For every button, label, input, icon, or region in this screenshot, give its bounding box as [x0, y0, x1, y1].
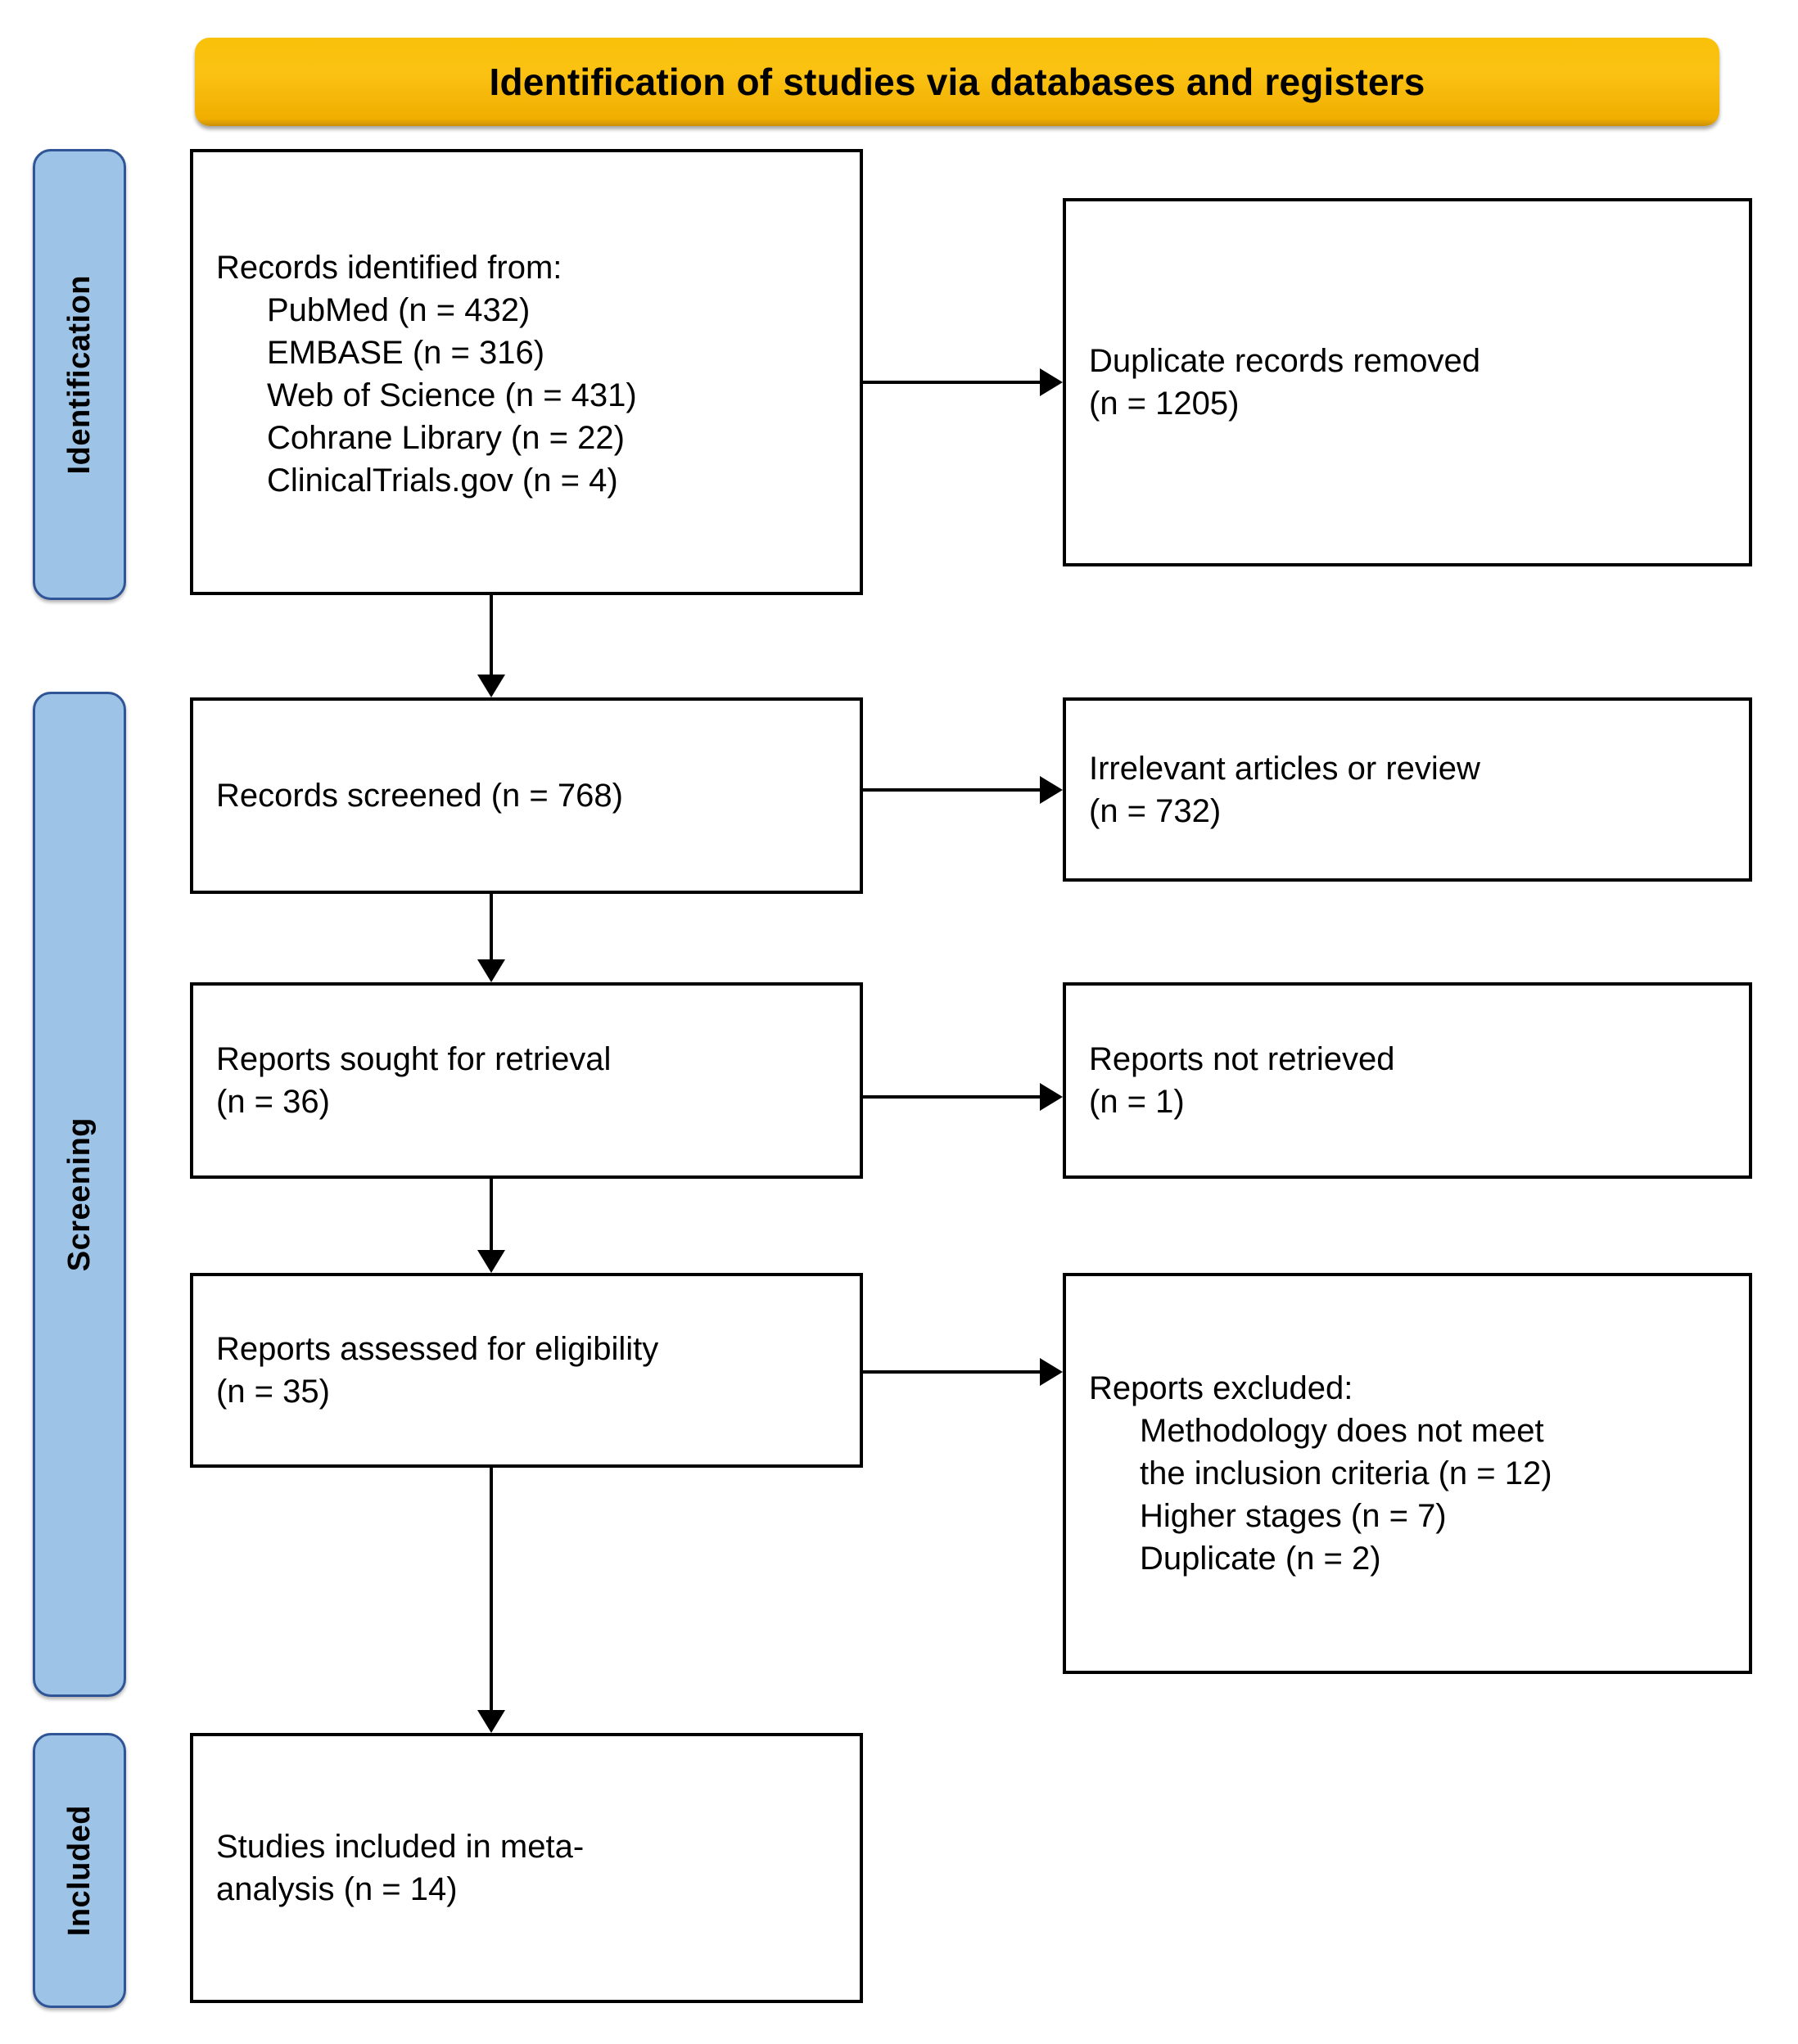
arrow-right-icon-irrelevant	[1040, 776, 1063, 804]
records-identified-line-6: ClinicalTrials.gov (n = 4)	[267, 462, 618, 499]
records-screened-line-1: Records screened (n = 768)	[216, 778, 623, 814]
records-identified-box: Records identified from: PubMed (n = 432…	[190, 149, 863, 595]
records-identified-line-3: EMBASE (n = 316)	[267, 334, 545, 371]
reports-not-retrieved-line-2: (n = 1)	[1089, 1084, 1185, 1120]
arrow-right-icon-notretrieved	[1040, 1083, 1063, 1111]
reports-excluded-box: Reports excluded: Methodology does not m…	[1063, 1273, 1752, 1674]
connector-assessed-to-included	[490, 1468, 493, 1710]
records-screened-box: Records screened (n = 768)	[190, 697, 863, 894]
connector-screened-to-irrelevant	[863, 788, 1040, 792]
irrelevant-articles-line-1: Irrelevant articles or review	[1089, 750, 1480, 787]
diagram-banner: Identification of studies via databases …	[195, 38, 1719, 126]
studies-included-line-1: Studies included in meta-	[216, 1829, 585, 1865]
studies-included-line-2: analysis (n = 14)	[216, 1871, 458, 1907]
stage-label-identification-text: Identification	[61, 274, 97, 475]
arrow-down-icon-screened	[477, 675, 505, 697]
irrelevant-articles-line-2: (n = 732)	[1089, 792, 1222, 829]
records-identified-line-1: Records identified from:	[216, 249, 562, 286]
connector-sought-to-notretrieved	[863, 1095, 1040, 1099]
reports-sought-box: Reports sought for retrieval (n = 36)	[190, 982, 863, 1179]
duplicate-records-line-1: Duplicate records removed	[1089, 343, 1480, 379]
stage-label-identification: Identification	[33, 149, 126, 600]
duplicate-records-removed-box: Duplicate records removed (n = 1205)	[1063, 198, 1752, 566]
stage-label-included-text: Included	[61, 1804, 97, 1937]
reports-assessed-line-2: (n = 35)	[216, 1374, 330, 1410]
reports-assessed-box: Reports assessed for eligibility (n = 35…	[190, 1273, 863, 1468]
records-identified-line-5: Cohrane Library (n = 22)	[267, 419, 625, 456]
connector-screened-to-sought	[490, 894, 493, 959]
stage-label-included: Included	[33, 1733, 126, 2008]
stage-label-screening-text: Screening	[61, 1117, 97, 1272]
reports-assessed-line-1: Reports assessed for eligibility	[216, 1331, 659, 1367]
arrow-down-icon-assessed	[477, 1250, 505, 1273]
records-identified-line-4: Web of Science (n = 431)	[267, 377, 637, 413]
arrow-down-icon-sought	[477, 959, 505, 982]
reports-not-retrieved-line-1: Reports not retrieved	[1089, 1041, 1395, 1077]
connector-assessed-to-excluded	[863, 1370, 1040, 1374]
reports-excluded-line-1: Reports excluded:	[1089, 1370, 1353, 1406]
reports-sought-line-2: (n = 36)	[216, 1084, 330, 1120]
connector-identified-to-duplicates	[863, 381, 1040, 384]
reports-not-retrieved-box: Reports not retrieved (n = 1)	[1063, 982, 1752, 1179]
stage-label-screening: Screening	[33, 692, 126, 1697]
arrow-right-icon-excluded	[1040, 1358, 1063, 1386]
banner-title: Identification of studies via databases …	[489, 60, 1425, 103]
arrow-down-icon-included	[477, 1710, 505, 1733]
connector-sought-to-assessed	[490, 1179, 493, 1250]
records-identified-line-2: PubMed (n = 432)	[267, 291, 531, 328]
duplicate-records-line-2: (n = 1205)	[1089, 386, 1240, 422]
reports-excluded-line-4: Higher stages (n = 7)	[1140, 1498, 1447, 1534]
reports-excluded-line-2: Methodology does not meet	[1140, 1413, 1544, 1449]
reports-excluded-line-5: Duplicate (n = 2)	[1140, 1541, 1381, 1577]
arrow-right-icon-duplicates	[1040, 368, 1063, 396]
reports-sought-line-1: Reports sought for retrieval	[216, 1041, 612, 1077]
studies-included-box: Studies included in meta- analysis (n = …	[190, 1733, 863, 2003]
irrelevant-articles-box: Irrelevant articles or review (n = 732)	[1063, 697, 1752, 882]
connector-identified-to-screened	[490, 595, 493, 675]
reports-excluded-line-3: the inclusion criteria (n = 12)	[1140, 1455, 1552, 1491]
